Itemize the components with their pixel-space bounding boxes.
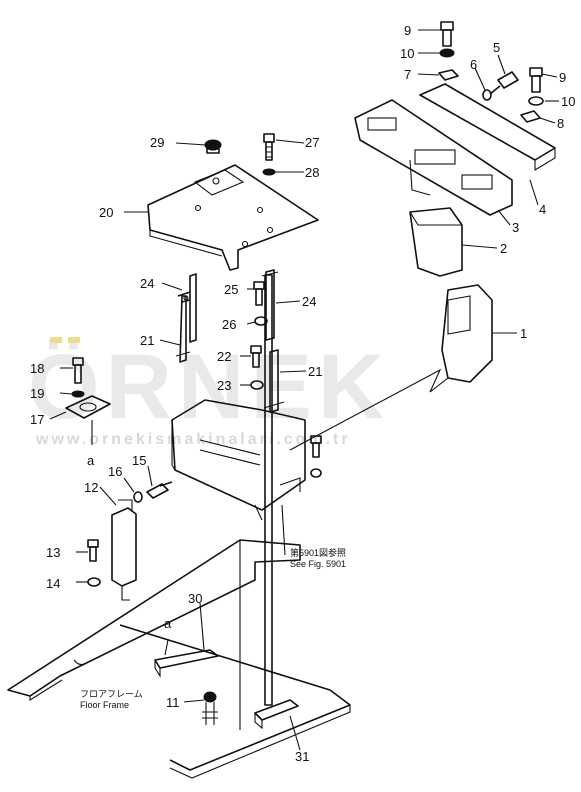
- washer-28: [262, 168, 276, 176]
- control-box-ref: [171, 399, 306, 521]
- washer-10-right: [528, 96, 544, 106]
- bolt-18: [72, 357, 84, 384]
- notes: 第5901図参照 See Fig. 5901 フロアフレーム Floor Fra…: [80, 547, 346, 710]
- callout-11: 11: [166, 695, 180, 710]
- console-3: [354, 99, 513, 216]
- callout-27: 27: [305, 135, 319, 150]
- callout-9-left: 9: [404, 23, 411, 38]
- callout-25: 25: [224, 282, 238, 297]
- callout-9-right: 9: [559, 70, 566, 85]
- see-fig-en: See Fig. 5901: [290, 559, 346, 569]
- plate-8: [520, 110, 541, 123]
- duct-1: [441, 284, 493, 383]
- bracket-21-left: [175, 295, 191, 363]
- callout-13: 13: [46, 545, 60, 560]
- callout-19: 19: [30, 386, 44, 401]
- callout-6: 6: [470, 57, 477, 72]
- washer-16: [133, 491, 143, 503]
- bolt-9-left: [440, 21, 454, 47]
- watermark-logo: ÖRNEK: [28, 336, 390, 438]
- callout-30: 30: [188, 591, 202, 606]
- callout-labels: 1 2 3 4 5 6 7 8 9 9 10 10 11 12 13 14 15…: [30, 23, 575, 764]
- bolt-27: [263, 133, 275, 161]
- part-29-grommet: [204, 139, 222, 154]
- washer-19: [71, 390, 85, 398]
- part-20-plate: [147, 164, 319, 271]
- block-31: [254, 699, 299, 730]
- leader-lines: [49, 29, 559, 751]
- block-30: [154, 639, 219, 678]
- callout-21-left: 21: [140, 333, 154, 348]
- callout-16: 16: [108, 464, 122, 479]
- callout-7: 7: [404, 67, 411, 82]
- callout-17: 17: [30, 412, 44, 427]
- callout-21-right: 21: [308, 364, 322, 379]
- callout-14: 14: [46, 576, 60, 591]
- callout-8: 8: [557, 116, 564, 131]
- callout-5: 5: [493, 40, 500, 55]
- floor-frame: [7, 539, 351, 779]
- bolt-22: [250, 345, 262, 368]
- flange-17: [65, 395, 111, 419]
- ref-a-upper: a: [87, 453, 95, 468]
- bracket-12: [111, 499, 137, 601]
- watermark: ÖRNEK www.ornekismakinalari.com.tr: [28, 336, 390, 448]
- floor-frame-jp: フロアフレーム: [80, 689, 143, 699]
- duct-2: [409, 207, 463, 277]
- callout-28: 28: [305, 165, 319, 180]
- callout-24-right: 24: [302, 294, 316, 309]
- bolt-11: [202, 691, 218, 725]
- floor-frame-en: Floor Frame: [80, 700, 129, 710]
- plate-7: [438, 69, 459, 81]
- bolt-15: [146, 481, 173, 499]
- callout-3: 3: [512, 220, 519, 235]
- washer-26: [254, 316, 268, 326]
- rod-31: [264, 274, 273, 706]
- callout-31: 31: [295, 749, 309, 764]
- bolt-9-right: [529, 67, 543, 93]
- see-fig-jp: 第5901図参照: [290, 547, 346, 558]
- callout-2: 2: [500, 241, 507, 256]
- bolt-13: [87, 539, 99, 562]
- callout-23: 23: [217, 378, 231, 393]
- callout-22: 22: [217, 349, 231, 364]
- bracket-21-right: [263, 349, 285, 413]
- callout-20: 20: [99, 205, 113, 220]
- washer-14: [87, 577, 101, 587]
- watermark-url: www.ornekismakinalari.com.tr: [35, 431, 351, 448]
- callout-10-left: 10: [400, 46, 414, 61]
- bracket-4: [419, 83, 556, 171]
- callout-4: 4: [539, 202, 546, 217]
- bolt-25: [253, 281, 265, 306]
- washer-10-left: [439, 48, 455, 58]
- bolt-5: [489, 71, 519, 95]
- washer-6: [482, 89, 492, 101]
- callout-26: 26: [222, 317, 236, 332]
- ref-a-lower: a: [164, 616, 172, 631]
- callout-15: 15: [132, 453, 146, 468]
- callout-24-left: 24: [140, 276, 154, 291]
- callout-18: 18: [30, 361, 44, 376]
- callout-10-right: 10: [561, 94, 575, 109]
- callout-1: 1: [520, 326, 527, 341]
- callout-29: 29: [150, 135, 164, 150]
- callout-12: 12: [84, 480, 98, 495]
